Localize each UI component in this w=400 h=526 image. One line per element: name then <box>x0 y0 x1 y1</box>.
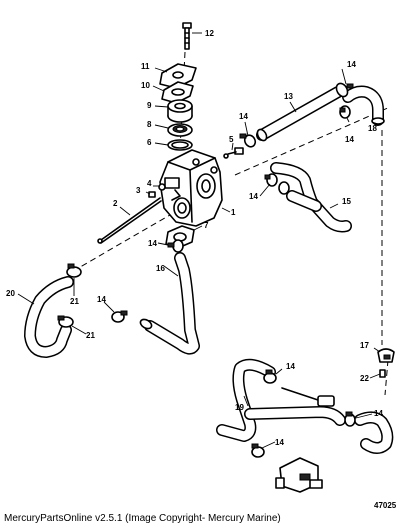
connection-line-fitting-down <box>384 359 389 396</box>
connection-line-pump-to-clamp <box>74 207 183 271</box>
hose-clamp-21-upper[interactable] <box>66 263 82 278</box>
o-ring-part-6[interactable] <box>167 139 193 151</box>
seal-part-8[interactable] <box>167 123 193 137</box>
hose-part-13[interactable] <box>256 86 344 142</box>
callout-14-e: 14 <box>148 239 157 248</box>
callout-21-b: 21 <box>86 331 95 340</box>
callout-20: 20 <box>6 289 15 298</box>
hose-clamp-14-top-right[interactable] <box>334 81 354 98</box>
valve-assembly[interactable] <box>275 457 323 493</box>
elbow-hose-part-18[interactable] <box>342 85 385 126</box>
fitting-part-3[interactable] <box>148 191 156 198</box>
flange-gasket-part-7[interactable] <box>165 225 195 249</box>
fitting-part-17[interactable] <box>377 348 395 363</box>
pump-housing-part-1[interactable] <box>159 149 223 227</box>
hose-clamp-14-mid[interactable] <box>239 133 257 148</box>
rod-part-2[interactable] <box>97 197 162 244</box>
callout-labels: 12 11 10 9 8 6 5 4 3 2 1 7 14 13 18 14 1… <box>6 29 383 447</box>
callout-14-f: 14 <box>97 295 106 304</box>
plug-part-4[interactable] <box>158 183 166 191</box>
callout-14-i: 14 <box>275 438 284 447</box>
hose-clamp-14-lower-a[interactable] <box>263 369 277 384</box>
callout-9: 9 <box>147 101 152 110</box>
hose-clamp-14-lower-c[interactable] <box>251 443 265 458</box>
cover-plate-part-11[interactable] <box>159 63 197 89</box>
leader-lines <box>17 32 381 449</box>
callout-14-h: 14 <box>374 409 383 418</box>
connection-line-pump-to-right <box>234 106 391 176</box>
hose-clamp-14-right-b[interactable] <box>339 105 351 119</box>
callout-10: 10 <box>141 81 150 90</box>
callout-14-g: 14 <box>286 362 295 371</box>
callout-8: 8 <box>147 120 152 129</box>
callout-14-b: 14 <box>345 135 354 144</box>
callout-15: 15 <box>342 197 351 206</box>
s-hose-part-20[interactable] <box>24 276 74 358</box>
callout-2: 2 <box>113 199 118 208</box>
footer-copyright: MercuryPartsOnline v2.5.1 (Image Copyrig… <box>4 513 281 524</box>
hose-clamp-14-lower-b[interactable] <box>344 411 356 427</box>
callout-18: 18 <box>368 124 377 133</box>
callout-4: 4 <box>147 179 152 188</box>
callout-16: 16 <box>156 264 165 273</box>
callout-6: 6 <box>147 138 152 147</box>
bent-hose-part-15[interactable] <box>270 162 352 233</box>
screw-part-5[interactable] <box>223 147 244 159</box>
long-hose-part-16[interactable] <box>139 252 200 355</box>
callout-14-a: 14 <box>347 60 356 69</box>
callout-11: 11 <box>141 62 150 71</box>
callout-3: 3 <box>136 186 141 195</box>
callout-21-a: 21 <box>70 297 79 306</box>
drawing-number: 47025 <box>374 501 397 510</box>
hose-assembly-part-19[interactable] <box>216 358 346 442</box>
hose-clamp-21-lower[interactable] <box>57 315 74 328</box>
callout-17: 17 <box>360 341 369 350</box>
callout-12: 12 <box>205 29 214 38</box>
hose-clamp-14-pump-side[interactable] <box>264 173 290 195</box>
callout-5: 5 <box>229 135 234 144</box>
callout-13: 13 <box>284 92 293 101</box>
hose-clamp-14-left-mid[interactable] <box>111 310 128 323</box>
gasket-part-10[interactable] <box>161 81 194 104</box>
callout-7: 7 <box>204 221 209 230</box>
callout-22: 22 <box>360 374 369 383</box>
callout-1: 1 <box>231 208 236 217</box>
impeller-part-9[interactable] <box>167 99 193 123</box>
screw-part-22[interactable] <box>379 369 386 378</box>
bolt-part-12[interactable] <box>182 22 192 50</box>
callout-14-d: 14 <box>249 192 258 201</box>
callout-14-c: 14 <box>239 112 248 121</box>
callout-19: 19 <box>235 403 244 412</box>
lower-right-elbow-hose[interactable] <box>354 411 394 454</box>
